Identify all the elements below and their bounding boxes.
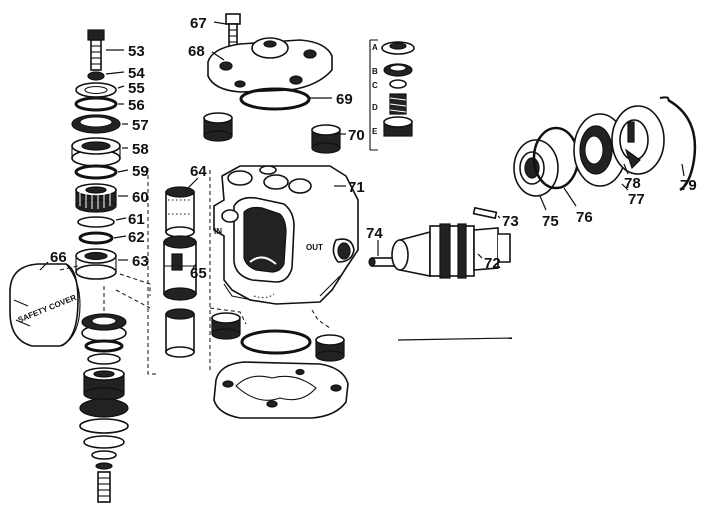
connector-dashed-4	[209, 307, 247, 325]
lower-bolt	[97, 471, 111, 503]
callout-78: 78	[624, 175, 641, 192]
callout-66: 66	[50, 249, 67, 266]
callout-77: 77	[628, 191, 645, 208]
lower-left-sleeve	[211, 312, 241, 340]
part-66-safety-cover: SAFETY COVER	[9, 263, 81, 347]
kit-letter-c: C	[372, 81, 378, 90]
part-73-key	[472, 206, 498, 220]
part-79-snap-ring	[659, 96, 697, 192]
callout-74: 74	[366, 225, 383, 242]
port-out-label: OUT	[306, 243, 323, 252]
part-55-washer	[75, 82, 117, 98]
part-59-o-ring	[74, 164, 118, 180]
part-64-spool	[165, 186, 195, 238]
callout-57: 57	[132, 117, 149, 134]
part-61-washer	[77, 216, 115, 228]
divider-line	[397, 337, 513, 341]
callout-64: 64	[190, 163, 207, 180]
callout-68: 68	[188, 43, 205, 60]
callout-76: 76	[576, 209, 593, 226]
callout-60: 60	[132, 189, 149, 206]
callout-79: 79	[680, 177, 697, 194]
part-65-sleeve	[163, 235, 197, 301]
callout-53: 53	[128, 43, 145, 60]
callout-71: 71	[348, 179, 365, 196]
lower-collar	[81, 313, 127, 342]
lower-washer-1	[79, 418, 129, 434]
kit-letter-a: A	[372, 43, 378, 52]
lower-seal	[79, 398, 129, 418]
part-77-bearing	[573, 113, 627, 187]
callout-75: 75	[542, 213, 559, 230]
callout-61: 61	[128, 211, 145, 228]
kit-letter-b: B	[372, 67, 378, 76]
part-58-bushing	[71, 137, 121, 167]
lower-bearing	[83, 367, 125, 401]
part-72-shaft	[391, 223, 511, 279]
callout-63: 63	[132, 253, 149, 270]
callout-62: 62	[128, 229, 145, 246]
callout-58: 58	[132, 141, 149, 158]
lower-small-washer	[95, 462, 113, 470]
lower-cover-plate	[213, 361, 349, 419]
connector-dashed-3	[115, 289, 151, 309]
leader-lines	[39, 21, 685, 271]
part-70-sleeve	[311, 124, 341, 154]
lower-washer-3	[91, 450, 117, 460]
callout-72: 72	[484, 255, 501, 272]
lower-ring-2	[87, 353, 121, 365]
part-74-pin	[368, 257, 395, 267]
part-67-bolt	[225, 13, 241, 47]
callout-55: 55	[128, 80, 145, 97]
part-56-o-ring	[74, 96, 118, 112]
callout-73: 73	[502, 213, 519, 230]
part-63-collar	[75, 248, 117, 280]
callout-labels: 53 54 55 56 57 58 59 60 61 62 63 64 65 6…	[50, 15, 697, 282]
valve-column	[147, 168, 211, 375]
kit-a-e: A B C D E	[369, 39, 415, 151]
part-78-race	[611, 105, 665, 175]
lower-washer-2	[83, 435, 125, 449]
part-69-o-ring	[239, 87, 311, 111]
valve-cylinder-lower	[165, 308, 195, 358]
callout-69: 69	[336, 91, 353, 108]
part-62-ring	[78, 231, 114, 245]
part-68-cap	[207, 37, 333, 93]
lower-ring-1	[84, 339, 124, 353]
kit-letter-e: E	[372, 127, 378, 136]
kit-letter-d: D	[372, 103, 378, 112]
connector-dashed-5	[311, 309, 331, 329]
connector-dashed-2	[59, 265, 79, 271]
callout-70: 70	[348, 127, 365, 144]
part-53-bolt	[87, 29, 105, 71]
port-in-label: IN	[214, 227, 222, 236]
callout-56: 56	[128, 97, 145, 114]
upper-left-sleeve	[203, 112, 233, 142]
left-stack	[71, 29, 121, 280]
lower-right-sleeve	[315, 334, 345, 362]
part-54-washer	[87, 71, 105, 81]
lower-o-ring	[240, 329, 312, 355]
callout-67: 67	[190, 15, 207, 32]
connector-dashed-1	[119, 273, 151, 296]
callout-65: 65	[190, 265, 207, 282]
callout-54: 54	[128, 65, 145, 82]
lower-left-stack	[79, 286, 129, 503]
callout-59: 59	[132, 163, 149, 180]
part-60-bearing	[75, 183, 117, 213]
part-71-valve-body: IN OUT	[213, 165, 359, 305]
part-57-seal	[71, 114, 121, 134]
